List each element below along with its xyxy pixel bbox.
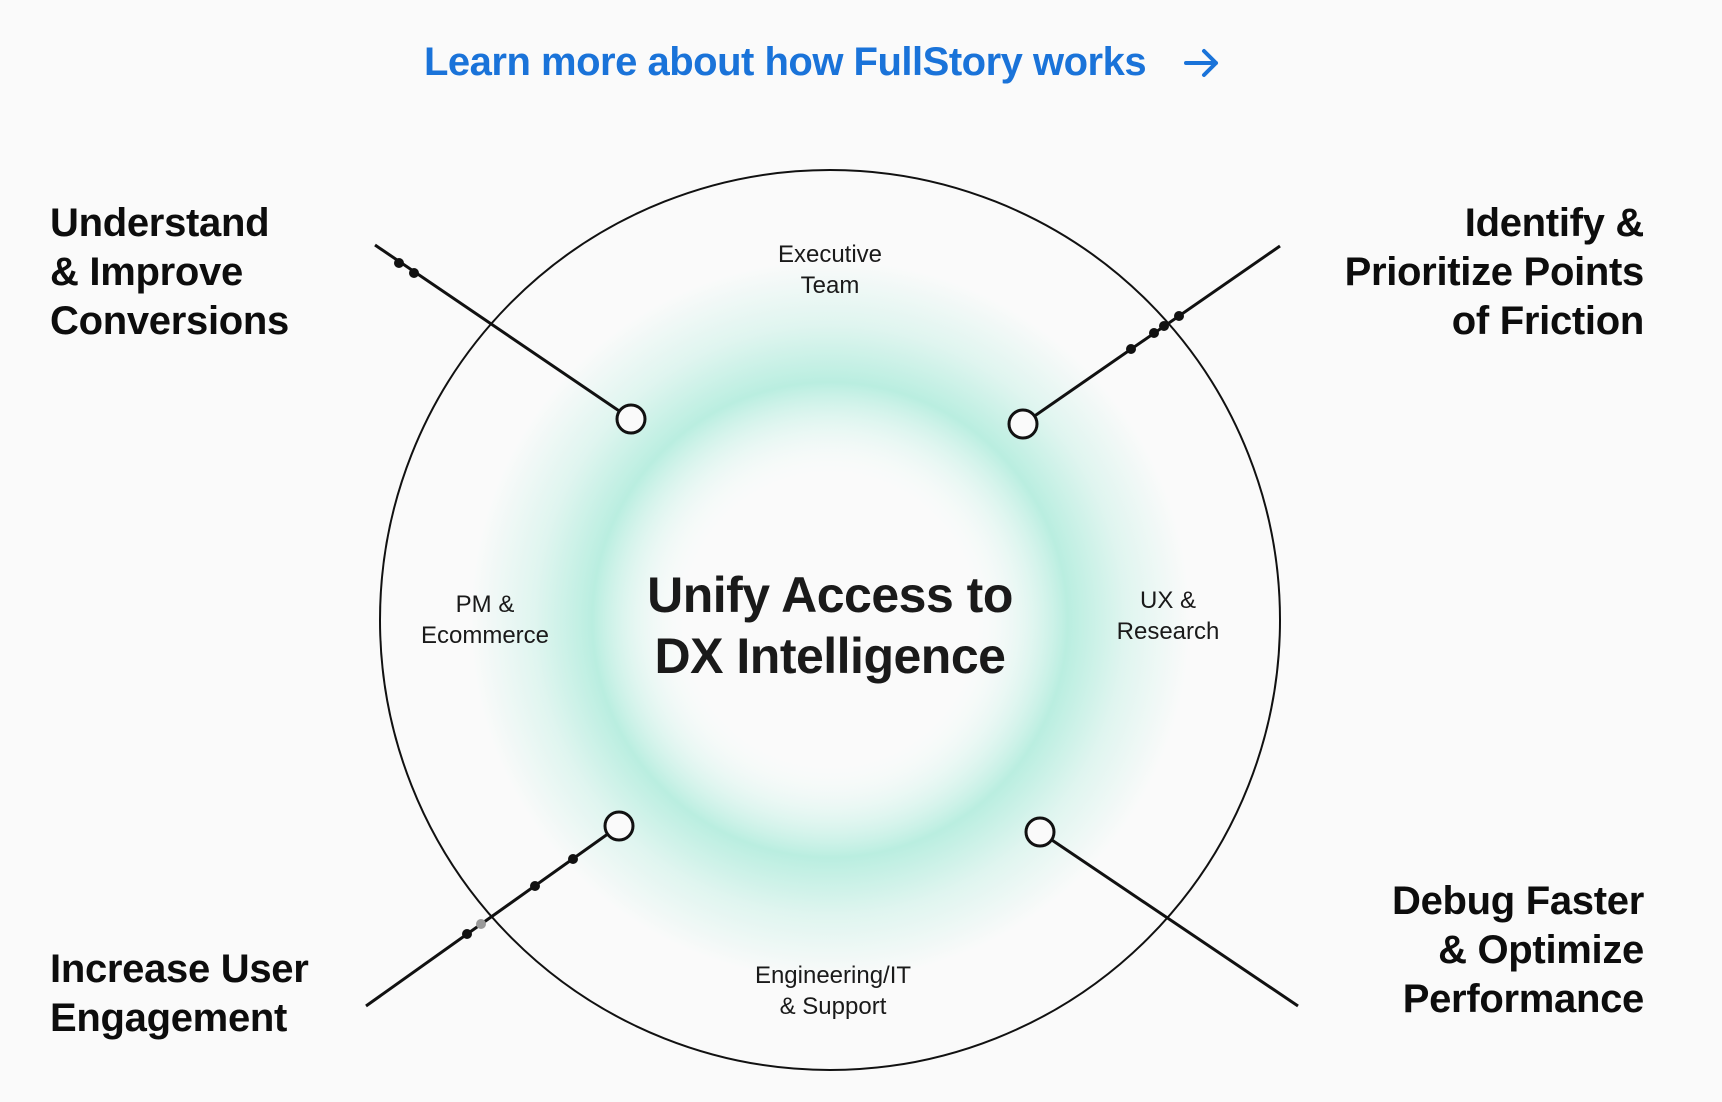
top-right-dot-1 — [1174, 311, 1184, 321]
top-left-dot-2 — [409, 268, 419, 278]
outer-circle — [379, 169, 1281, 1071]
glow-ring — [470, 260, 1190, 980]
learn-more-link[interactable]: Learn more about how FullStory works — [424, 40, 1222, 85]
top-left-dot-1 — [394, 258, 404, 268]
team-engineering-support: Engineering/IT & Support — [754, 962, 912, 1020]
team-ux-research: UX & Research — [1116, 587, 1220, 645]
bottom-left-dot-4 — [462, 929, 472, 939]
bottom-left-connector — [365, 824, 620, 1008]
outcome-understand-conversions: Understand & Improve Conversions — [50, 201, 289, 343]
center-title: Unify Access to DX Intelligence — [647, 567, 1013, 684]
top-right-dot-4 — [1126, 344, 1136, 354]
top-left-node — [615, 403, 647, 435]
learn-more-label: Learn more about how FullStory works — [424, 40, 1147, 84]
bottom-left-dot-3 — [476, 919, 486, 929]
outcome-debug-performance: Debug Faster & Optimize Performance — [1391, 879, 1644, 1021]
bottom-right-connector — [1039, 830, 1299, 1008]
outcome-increase-engagement: Increase User Engagement — [50, 947, 309, 1040]
top-right-dot-3 — [1149, 328, 1159, 338]
bottom-left-dot-2 — [530, 881, 540, 891]
bottom-right-node — [1024, 816, 1056, 848]
bottom-left-node — [603, 810, 635, 842]
team-executive: Executive Team — [777, 241, 883, 299]
arrow-right-icon — [1184, 48, 1219, 77]
team-pm-ecommerce: PM & Ecommerce — [420, 591, 550, 649]
bottom-left-dot-1 — [568, 854, 578, 864]
top-right-dot-2 — [1159, 321, 1169, 331]
top-right-node — [1007, 408, 1039, 440]
outcome-identify-friction: Identify & Prioritize Points of Friction — [1344, 201, 1645, 343]
